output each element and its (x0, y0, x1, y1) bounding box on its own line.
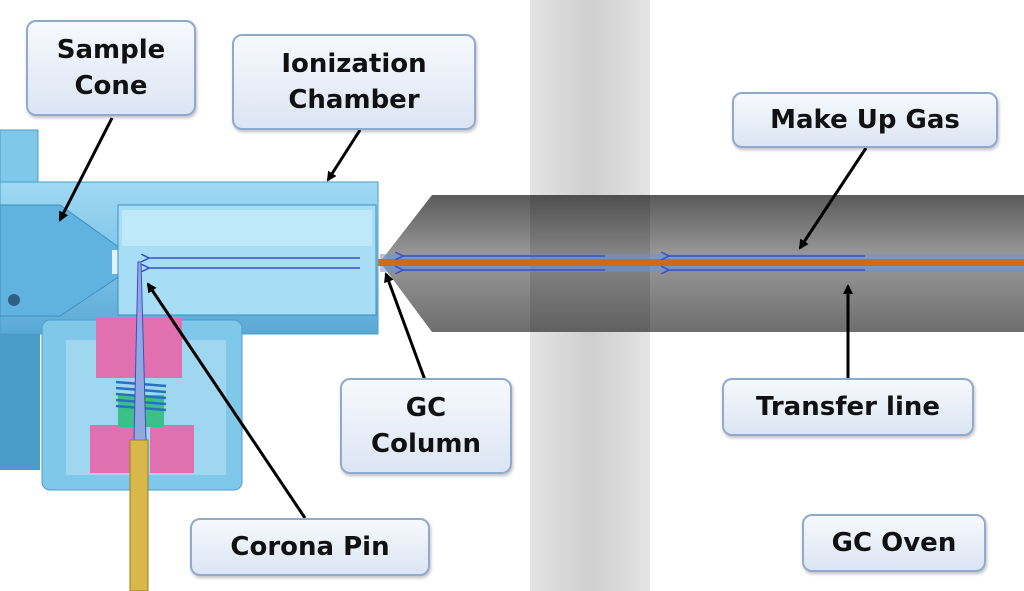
corona-pin-label: Corona Pin (230, 532, 390, 562)
ionization-chamber-label-line1: Ionization (281, 49, 427, 79)
callout-ionization-chamber: Ionization Chamber (232, 34, 476, 130)
ionization-chamber-label-line2: Chamber (288, 85, 420, 115)
arrow-make-up-gas (798, 147, 868, 250)
arrow-corona-pin (146, 282, 307, 519)
gc-column-label-line1: GC (405, 393, 447, 423)
corona-pin-shaft (129, 439, 149, 591)
callout-transfer-line: Transfer line (722, 378, 974, 436)
screw-hole (8, 294, 20, 306)
gc-column-line (372, 259, 1024, 266)
make-up-gas-label: Make Up Gas (770, 105, 960, 135)
callout-corona-pin: Corona Pin (190, 518, 430, 576)
insulator-bottom-right (150, 425, 194, 473)
arrow-gc-column (384, 272, 427, 381)
gc-column-label-line2: Column (371, 429, 481, 459)
callout-make-up-gas: Make Up Gas (732, 92, 998, 148)
chamber-inner-highlight (122, 210, 372, 246)
insulator-bottom-left (90, 425, 134, 473)
callout-gc-oven: GC Oven (802, 514, 986, 572)
gc-oven-label: GC Oven (831, 528, 957, 558)
arrow-ionization-chamber (326, 129, 362, 182)
callout-sample-cone: Sample Cone (26, 20, 196, 116)
sample-cone-label-line2: Cone (74, 71, 148, 101)
sample-cone-label-line1: Sample (56, 35, 166, 65)
transfer-line-label: Transfer line (755, 392, 941, 422)
callout-gc-column: GC Column (340, 378, 512, 474)
arrow-sample-cone (58, 117, 114, 222)
